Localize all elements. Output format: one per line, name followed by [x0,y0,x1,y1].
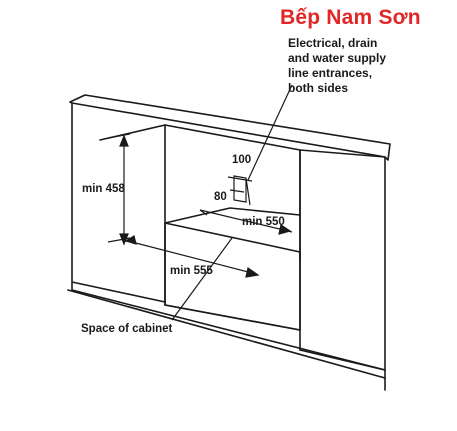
niche-front-edge [164,222,301,253]
left-cabinet-panel [71,102,166,303]
note-line: Electrical, drain [288,36,378,50]
cabinet-leader-line [171,237,233,321]
side-offset-label: 80 [214,191,227,203]
depth-dimension-line [199,209,293,233]
floor-line [67,289,386,379]
service-entrance-note: Electrical, drain and water supply line … [288,36,386,96]
niche-shelf [164,207,301,224]
plinth-line [71,281,386,371]
note-leader-line [247,84,293,181]
brand-title: Bếp Nam Sơn [280,6,421,29]
depth-dimension-label: min 550 [242,216,285,228]
note-line: both sides [288,81,349,95]
top-offset-label: 100 [232,154,252,166]
countertop [69,94,391,161]
width-dimension-label: min 555 [170,265,213,277]
service-opening [233,175,247,203]
note-line: and water supply [288,51,387,65]
cabinet-space-label: Space of cabinet [81,323,173,335]
niche-back-wall [164,124,301,261]
right-cabinet-panel [299,149,386,371]
width-dimension-line [127,240,257,275]
height-dimension-label: min 458 [82,183,125,195]
note-line: line entrances, [288,66,373,80]
